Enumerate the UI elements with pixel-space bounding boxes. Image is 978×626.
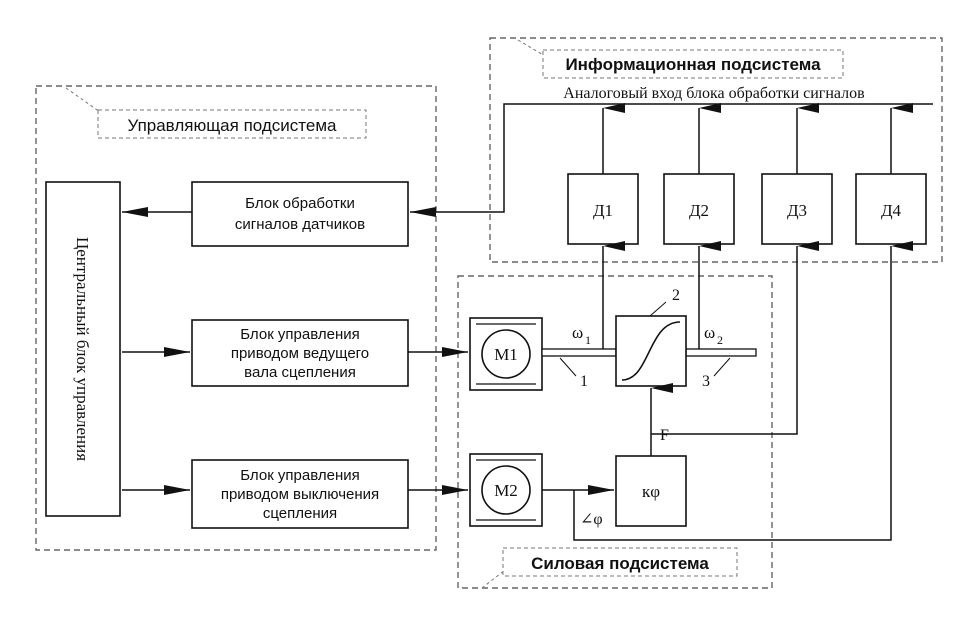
input-shaft-1 — [541, 348, 617, 357]
control-callout-line — [65, 87, 101, 113]
info-callout-line — [517, 39, 546, 57]
omega1-subscript: 1 — [585, 333, 591, 347]
power-callout-line — [481, 569, 506, 589]
sensor-d3-label: Д3 — [787, 201, 807, 220]
omega2-subscript: 2 — [717, 333, 723, 347]
info-subsystem-frame — [489, 37, 943, 263]
arrow-angle-to-d4 — [573, 241, 913, 541]
info-label-box — [542, 49, 844, 79]
clutch-block-2 — [615, 315, 687, 387]
sensor-d4-box — [855, 173, 927, 245]
release-control-label-1: Блок управления — [240, 467, 359, 484]
callout-2-line — [649, 301, 667, 317]
sensor-d4-label: Д4 — [881, 201, 902, 220]
label-num1: 1 — [580, 373, 588, 390]
power-subsystem-label: Силовая подсистема — [531, 554, 709, 573]
power-label-box — [502, 547, 738, 577]
info-subsystem-label: Информационная подсистема — [565, 55, 821, 74]
callout-3-line — [713, 357, 731, 377]
actuator-label: кφ — [642, 482, 660, 501]
drive-control-label-2: приводом ведущего — [231, 345, 369, 362]
arrow-force-to-d3 — [651, 241, 819, 435]
force-label: F — [660, 427, 669, 444]
analog-input-label: Аналоговый вход блока обработки сигналов — [563, 85, 865, 102]
control-subsystem-label: Управляющая подсистема — [128, 116, 337, 135]
actuator-block — [615, 455, 687, 527]
omega1-symbol: ω — [572, 323, 583, 342]
power-subsystem-frame — [457, 275, 773, 589]
label-num3: 3 — [702, 373, 710, 390]
motor-m2 — [469, 453, 543, 527]
callout-1-line — [559, 357, 577, 377]
sensor-d2-label: Д2 — [689, 201, 709, 220]
motor-m1-label: M1 — [494, 345, 518, 364]
clutch-characteristic-curve — [621, 321, 681, 381]
control-label-box — [97, 109, 367, 139]
control-subsystem-frame — [35, 85, 437, 551]
label-num2: 2 — [672, 287, 680, 304]
signal-processing-block — [191, 181, 409, 247]
release-control-label-3: сцепления — [263, 505, 337, 522]
release-control-block — [191, 459, 409, 529]
motor-m1 — [469, 317, 543, 391]
drive-control-label-3: вала сцепления — [244, 364, 356, 381]
motor-m2-label: M2 — [494, 481, 518, 500]
central-block-label: Центральный блок управления — [73, 237, 92, 461]
signal-processing-label-1: Блок обработки — [245, 195, 355, 212]
drive-shaft-control-block — [191, 319, 409, 387]
drive-control-label-1: Блок управления — [240, 326, 359, 343]
sensor-d1-label: Д1 — [593, 201, 613, 220]
angle-label: ∠φ — [580, 511, 603, 528]
output-shaft-3 — [685, 348, 757, 357]
omega2-symbol: ω — [704, 323, 715, 342]
release-control-label-2: приводом выключения — [221, 486, 379, 503]
signal-processing-label-2: сигналов датчиков — [235, 216, 365, 233]
central-control-block — [45, 181, 121, 517]
